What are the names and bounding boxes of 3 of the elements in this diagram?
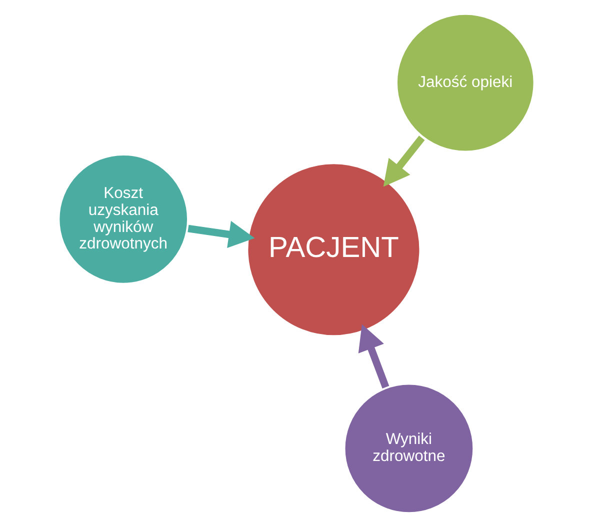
arrow: [383, 136, 425, 187]
arrow: [188, 220, 255, 248]
arrow: [358, 324, 390, 388]
